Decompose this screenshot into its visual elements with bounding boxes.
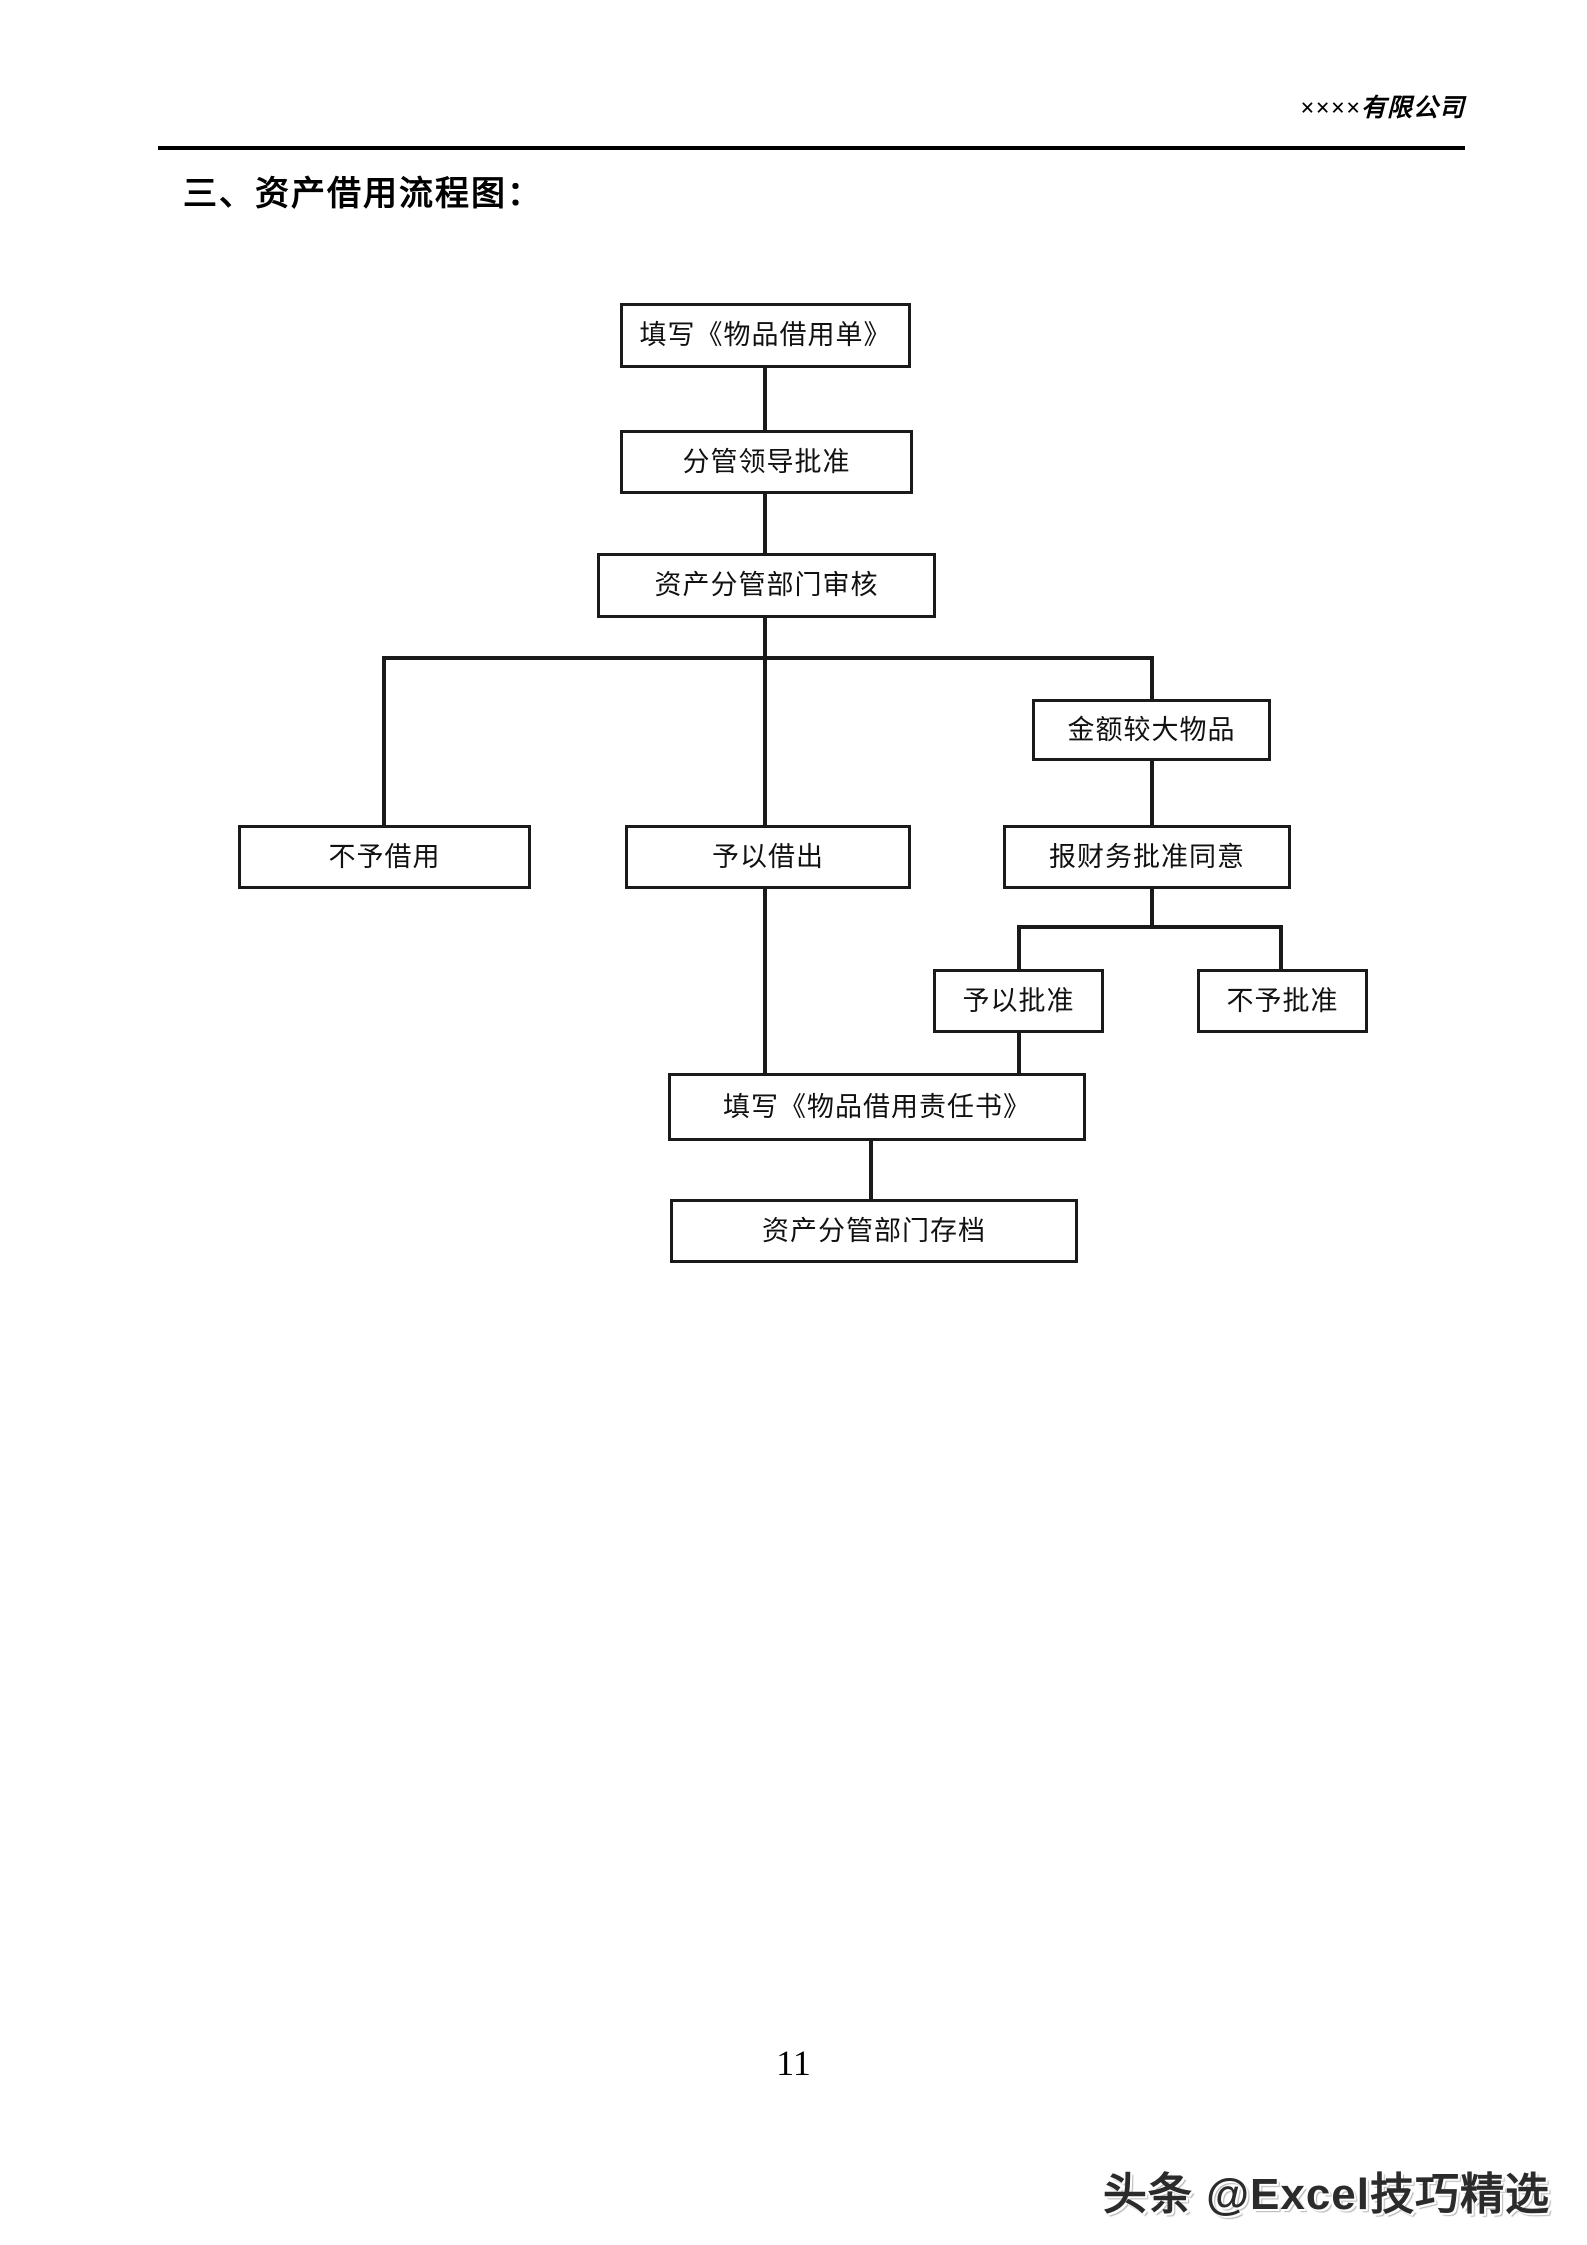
edge-n4-n7 <box>1150 760 1154 826</box>
edge-bus-to-allow-lend <box>763 656 767 826</box>
edge-n1-n2 <box>763 367 767 431</box>
flow-node-high-value-item[interactable]: 金额较大物品 <box>1032 699 1271 761</box>
edge-branch-bus-finance <box>1017 925 1282 929</box>
edge-n3-bus-stem <box>763 617 767 660</box>
section-title: 三、资产借用流程图： <box>183 176 543 213</box>
edge-n10-n11 <box>869 1141 873 1200</box>
flow-node-approve[interactable]: 予以批准 <box>933 969 1104 1033</box>
watermark-text: 头条 @Excel技巧精选 <box>1102 2170 1550 2219</box>
header-rule <box>158 146 1465 150</box>
edge-n6-n10 <box>763 889 767 1074</box>
flow-node-not-approve[interactable]: 不予批准 <box>1197 969 1368 1033</box>
flow-node-reject-borrow[interactable]: 不予借用 <box>238 825 531 889</box>
edge-n2-n3 <box>763 493 767 554</box>
header-company-name: ××××有限公司 <box>1300 95 1465 122</box>
edge-branch-bus-top <box>382 656 1154 660</box>
edge-n8-n10 <box>1017 1033 1021 1074</box>
page-number: 11 <box>776 2043 811 2083</box>
flow-node-fill-responsibility-letter[interactable]: 填写《物品借用责任书》 <box>668 1073 1086 1141</box>
flow-node-report-finance-approval[interactable]: 报财务批准同意 <box>1003 825 1291 889</box>
asset-borrowing-flowchart: 填写《物品借用单》 分管领导批准 资产分管部门审核 金额较大物品 不予借用 予以… <box>238 303 1368 1263</box>
edge-n7-bus-stem <box>1150 889 1154 927</box>
edge-bus-to-not-approve <box>1279 925 1283 970</box>
flow-node-fill-borrow-form[interactable]: 填写《物品借用单》 <box>620 303 911 368</box>
edge-bus-to-reject-borrow <box>382 656 386 826</box>
edge-bus-to-high-value-item <box>1150 656 1154 700</box>
flow-node-asset-dept-archive[interactable]: 资产分管部门存档 <box>670 1199 1078 1263</box>
flow-node-leader-approval[interactable]: 分管领导批准 <box>620 430 913 494</box>
flow-node-asset-dept-review[interactable]: 资产分管部门审核 <box>597 553 936 618</box>
flow-node-allow-lend[interactable]: 予以借出 <box>625 825 911 889</box>
edge-bus-to-approve <box>1017 925 1021 970</box>
